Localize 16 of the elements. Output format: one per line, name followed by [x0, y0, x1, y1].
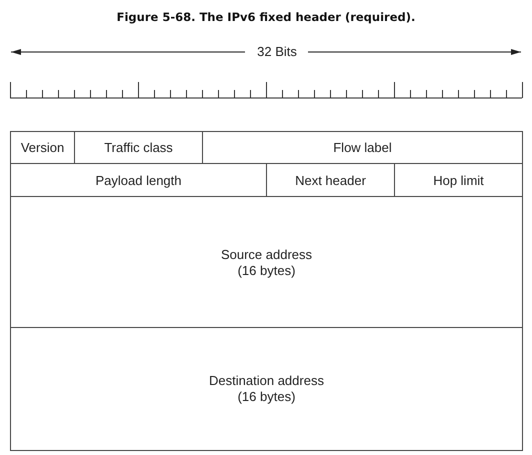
field-label: Hop limit — [433, 172, 484, 188]
field-label: Traffic class — [104, 140, 173, 156]
dimension-label: 32 Bits — [256, 44, 298, 60]
address-field — [10, 327, 523, 451]
header-field — [202, 131, 523, 165]
field-label: Source address (16 bytes) — [220, 246, 314, 278]
header-field — [394, 163, 523, 198]
field-label: Next header — [295, 172, 366, 188]
address-field — [10, 196, 523, 329]
field-label: Destination address (16 bytes) — [208, 373, 325, 405]
header-field — [10, 131, 75, 165]
header-field — [10, 163, 267, 198]
field-label: Flow label — [333, 140, 392, 156]
field-label: Payload length — [95, 172, 182, 188]
field-label: Version — [20, 140, 64, 156]
figure-title: Figure 5-68. The IPv6 fixed header (required). — [116, 10, 416, 24]
